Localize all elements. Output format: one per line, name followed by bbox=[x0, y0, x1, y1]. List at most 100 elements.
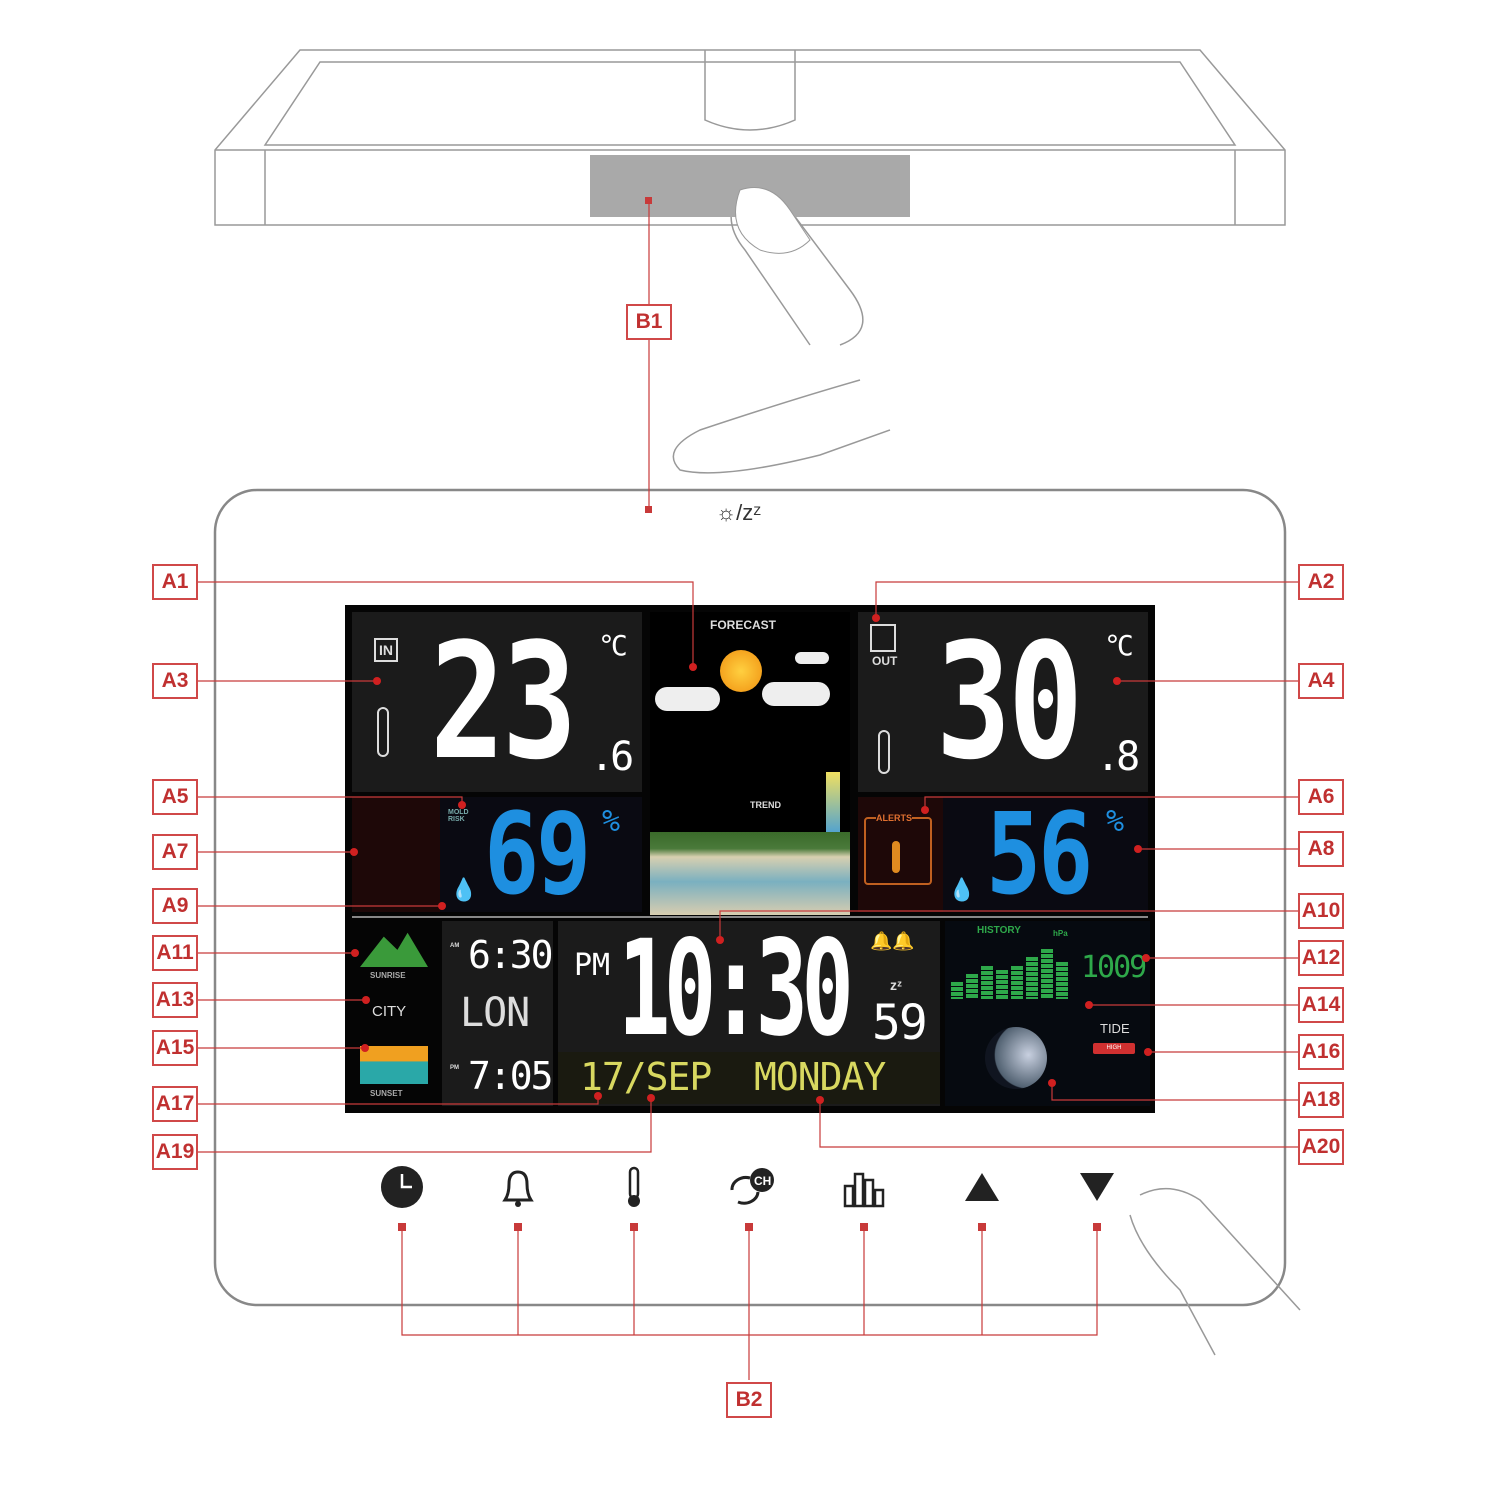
clock-time: 10:30 bbox=[618, 912, 854, 1066]
city-value: LON bbox=[460, 990, 530, 1036]
callout-a9: A9 bbox=[152, 888, 198, 924]
callout-a16: A16 bbox=[1298, 1034, 1344, 1070]
triangle-down-icon bbox=[1080, 1173, 1114, 1201]
sunrise-time: 6:30 bbox=[468, 933, 554, 977]
indoor-temp-unit: °C bbox=[598, 629, 628, 662]
clock-icon bbox=[381, 1166, 423, 1208]
cloud-icon bbox=[795, 652, 829, 664]
indoor-humidity: 69 bbox=[484, 790, 591, 920]
history-bar bbox=[981, 965, 993, 999]
history-panel: HISTORY hPa 1009 TIDE HIGH bbox=[945, 921, 1150, 1106]
alarm-button[interactable] bbox=[493, 1162, 543, 1212]
clock-seconds: 59 bbox=[872, 995, 928, 1051]
callout-a10: A10 bbox=[1298, 893, 1344, 929]
callout-a8: A8 bbox=[1298, 831, 1344, 867]
beach-image bbox=[650, 832, 850, 915]
outdoor-temp-unit: °C bbox=[1104, 629, 1134, 662]
down-button[interactable] bbox=[1072, 1162, 1122, 1212]
trend-gauge bbox=[826, 772, 840, 842]
callout-a11: A11 bbox=[152, 935, 198, 971]
forecast-title: FORECAST bbox=[710, 618, 776, 632]
trend-label: TREND bbox=[750, 800, 781, 810]
indoor-temp-panel: IN 23 .6 °C bbox=[352, 612, 642, 792]
sunset-prefix: PM bbox=[450, 1065, 459, 1071]
sun-city-panel: SUNRISE CITY SUNSET bbox=[350, 921, 438, 1106]
history-bar bbox=[966, 974, 978, 999]
callout-a20: A20 bbox=[1298, 1129, 1344, 1165]
channel-button[interactable]: CH bbox=[724, 1162, 774, 1212]
outdoor-humidity: 56 bbox=[986, 790, 1093, 920]
alarm-bell-icons: 🔔🔔 bbox=[870, 931, 915, 951]
history-bar bbox=[1041, 949, 1053, 999]
city-label: CITY bbox=[372, 1003, 407, 1020]
channel-cycle-icon: CH bbox=[730, 1168, 774, 1205]
sunset-label: SUNSET bbox=[370, 1089, 403, 1098]
indoor-humidity-panel: MOLD RISK 💧 69 % bbox=[352, 797, 642, 912]
outdoor-badge: OUT bbox=[872, 654, 898, 668]
history-unit: hPa bbox=[1053, 929, 1068, 938]
callout-a2: A2 bbox=[1298, 564, 1344, 600]
callout-a4: A4 bbox=[1298, 663, 1344, 699]
mold-risk-area bbox=[352, 797, 440, 912]
pressure-value: 1009 bbox=[1081, 950, 1147, 985]
indoor-badge: IN bbox=[374, 638, 398, 662]
history-bar bbox=[951, 982, 963, 999]
tide-level: HIGH bbox=[1106, 1045, 1122, 1051]
date-value: 17/SEP bbox=[580, 1055, 712, 1099]
outdoor-humidity-unit: % bbox=[1106, 804, 1124, 839]
sun-times-panel: AM 6:30 LON PM 7:05 bbox=[442, 921, 554, 1106]
history-bar bbox=[1011, 965, 1023, 999]
snooze-indicator: zᶻ bbox=[890, 977, 903, 993]
clock-ampm: PM bbox=[574, 948, 611, 983]
callout-a15: A15 bbox=[152, 1030, 198, 1066]
history-bar-chart bbox=[951, 949, 1071, 999]
callout-a19: A19 bbox=[152, 1134, 198, 1170]
thermometer-icon bbox=[377, 707, 389, 757]
history-button[interactable] bbox=[839, 1162, 889, 1212]
triangle-up-icon bbox=[965, 1173, 999, 1201]
sunrise-label: SUNRISE bbox=[370, 971, 406, 980]
alert-thermometer-icon bbox=[892, 841, 900, 873]
light-snooze-label: ☼/zᶻ bbox=[716, 500, 762, 525]
up-button[interactable] bbox=[957, 1162, 1007, 1212]
callout-a13: A13 bbox=[152, 982, 198, 1018]
humidity-drop-icon: 💧 bbox=[948, 877, 976, 902]
callout-a3: A3 bbox=[152, 663, 198, 699]
outdoor-humidity-panel: ALERTS 💧 56 % bbox=[858, 797, 1148, 912]
callout-a17: A17 bbox=[152, 1086, 198, 1122]
callout-a1: A1 bbox=[152, 564, 198, 600]
indoor-temp-decimal: .6 bbox=[590, 734, 634, 780]
forecast-panel: FORECAST TREND bbox=[650, 612, 850, 915]
humidity-drop-icon: 💧 bbox=[450, 877, 478, 902]
thermometer-icon bbox=[628, 1166, 640, 1207]
history-bar bbox=[1056, 961, 1068, 999]
sunset-icon bbox=[360, 1046, 428, 1084]
callout-a7: A7 bbox=[152, 834, 198, 870]
callout-a14: A14 bbox=[1298, 987, 1344, 1023]
sunrise-prefix: AM bbox=[450, 943, 460, 949]
indoor-humidity-unit: % bbox=[602, 804, 620, 839]
callout-a5: A5 bbox=[152, 779, 198, 815]
bar-chart-icon bbox=[843, 1172, 885, 1208]
alerts-label: ALERTS bbox=[876, 813, 912, 823]
indoor-temp: 23 bbox=[430, 608, 577, 795]
outdoor-temp-panel: OUT 30 .8 °C bbox=[858, 612, 1148, 792]
outdoor-temp: 30 bbox=[936, 608, 1083, 795]
callout-a12: A12 bbox=[1298, 940, 1344, 976]
channel-text: CH bbox=[754, 1174, 771, 1188]
sunrise-icon bbox=[360, 932, 428, 967]
outdoor-temp-decimal: .8 bbox=[1096, 734, 1140, 780]
callout-a18: A18 bbox=[1298, 1082, 1344, 1118]
outdoor-house-icon bbox=[870, 624, 896, 652]
mold-risk-label: MOLD RISK bbox=[448, 809, 469, 823]
date-panel: 17/SEP MONDAY bbox=[558, 1052, 940, 1104]
cloud-icon bbox=[655, 687, 720, 711]
bell-icon bbox=[502, 1170, 534, 1207]
history-bar bbox=[996, 969, 1008, 999]
callout-a6: A6 bbox=[1298, 779, 1344, 815]
temperature-button[interactable] bbox=[609, 1162, 659, 1212]
callout-b1: B1 bbox=[626, 304, 672, 340]
thermometer-icon bbox=[878, 730, 890, 774]
sunset-time: 7:05 bbox=[468, 1054, 554, 1098]
clock-button[interactable] bbox=[377, 1162, 427, 1212]
